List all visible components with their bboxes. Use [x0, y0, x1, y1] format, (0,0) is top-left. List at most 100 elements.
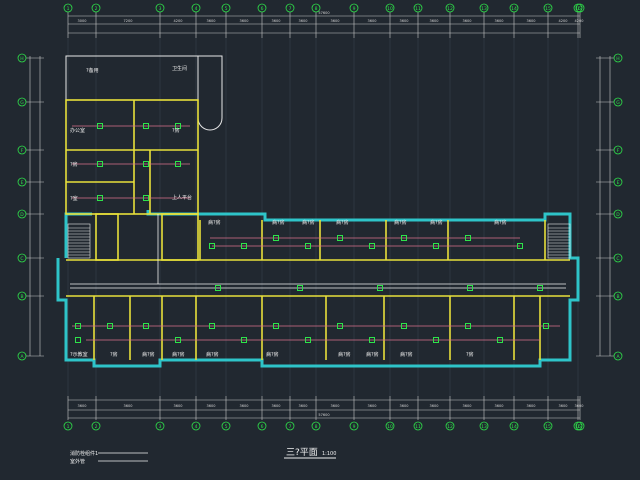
dim-top-segment: 3600 — [240, 19, 249, 23]
axis-top-number: 12 — [447, 6, 453, 12]
sprinkler-head — [175, 123, 181, 129]
wing-room-label-1: 办公室 — [70, 127, 85, 134]
legend-label-2: 室外管 — [70, 458, 85, 465]
axis-bottom-bubble — [155, 421, 165, 431]
sprinkler-head — [433, 243, 439, 249]
dim-bottom-segment: 3600 — [495, 404, 504, 408]
axis-left-letter: F — [21, 148, 24, 154]
axis-top-number: 16 — [575, 6, 581, 12]
axis-bottom-number: 3 — [159, 424, 162, 430]
dimension-lines — [29, 15, 611, 419]
dim-top-segment: 3600 — [400, 19, 409, 23]
axis-left-bubble — [17, 145, 27, 155]
axis-top-bubble — [221, 3, 231, 13]
sprinkler-head — [241, 243, 247, 249]
pipe-network — [72, 125, 560, 341]
axis-top-number: 9 — [353, 6, 356, 12]
axis-top-number: 6 — [261, 6, 264, 12]
axis-bottom-bubble — [543, 421, 553, 431]
sprinkler-head — [401, 323, 407, 329]
south-room-label: ?示教室 — [70, 351, 88, 358]
axis-left-letter: B — [20, 294, 23, 300]
axis-top-number: 5 — [225, 6, 228, 12]
dim-top-segment: 7200 — [124, 19, 133, 23]
axis-left-bubble — [17, 53, 27, 63]
dim-bottom-segment: 3600 — [430, 404, 439, 408]
sprinkler-head — [497, 337, 503, 343]
south-room-labels: ?示教室?房病?房病?房病?房病?房病?房病?房病?房?房 — [70, 351, 474, 358]
axis-bottom-number: 13 — [481, 424, 487, 430]
north-room-label: 病?房 — [494, 219, 507, 226]
axis-right-letter: D — [616, 212, 620, 218]
axis-right-bubble — [613, 177, 623, 187]
axis-top-number: 14 — [511, 6, 517, 12]
axis-bottom-number: 11 — [415, 424, 421, 430]
axis-bottom-number: 15 — [545, 424, 551, 430]
dim-bottom-segment: 3600 — [299, 404, 308, 408]
stair-steps — [68, 227, 570, 256]
axis-right-letter: H — [616, 56, 619, 62]
dim-bottom-segment: 3600 — [78, 404, 87, 408]
axis-right-bubble — [613, 97, 623, 107]
axis-top-bubble — [285, 3, 295, 13]
axis-bottom-bubble — [63, 421, 73, 431]
axis-top-number: 10 — [387, 6, 393, 12]
sprinkler-head — [143, 123, 149, 129]
stair-label: 上人平台 — [172, 194, 192, 201]
dim-top-segment: 3600 — [495, 19, 504, 23]
legend-label-1: 消防栓组件1 — [70, 450, 98, 457]
sprinkler-head — [209, 243, 215, 249]
stairs — [67, 223, 571, 259]
axis-bottom-bubble — [413, 421, 423, 431]
sprinkler-head — [465, 235, 471, 241]
axis-bottom-bubble — [191, 421, 201, 431]
north-room-label: 病?房 — [336, 219, 349, 226]
dim-bottom-segment: 3600 — [527, 404, 536, 408]
axis-left-bubble — [17, 209, 27, 219]
axis-top-number: 17 — [577, 6, 583, 12]
sprinkler-head — [143, 323, 149, 329]
sprinkler-head — [75, 337, 81, 343]
axis-bottom-bubble — [573, 421, 583, 431]
sprinkler-head — [97, 161, 103, 167]
axis-right-letter: F — [617, 148, 620, 154]
north-room-label: 病?房 — [394, 219, 407, 226]
sprinkler-head — [97, 123, 103, 129]
axis-bottom-number: 12 — [447, 424, 453, 430]
axis-top-bubble — [349, 3, 359, 13]
axis-bottom-bubble — [285, 421, 295, 431]
dim-bottom-segment: 3600 — [272, 404, 281, 408]
sprinkler-nodes — [75, 123, 549, 343]
dim-top-segment: 3600 — [272, 19, 281, 23]
sprinkler-head — [297, 285, 303, 291]
south-room-label: 病?房 — [266, 351, 279, 358]
sprinkler-head — [465, 323, 471, 329]
axis-top-bubble — [191, 3, 201, 13]
south-room-label: 病?房 — [400, 351, 413, 358]
axis-bottom-bubble — [257, 421, 267, 431]
dim-top-segment: 4200 — [559, 19, 568, 23]
sprinkler-head — [369, 243, 375, 249]
north-room-label: 病?房 — [302, 219, 315, 226]
axis-bottom-bubble — [479, 421, 489, 431]
grid-lines — [67, 38, 579, 396]
dim-bottom-segment: 3600 — [368, 404, 377, 408]
axis-left-letter: C — [20, 256, 23, 262]
axis-right-letter: B — [616, 294, 619, 300]
axis-bottom-bubble — [221, 421, 231, 431]
sprinkler-head — [143, 195, 149, 201]
axis-bottom-bubble — [349, 421, 359, 431]
dim-bottom-total: 57600 — [318, 413, 329, 417]
axis-top-bubble — [385, 3, 395, 13]
axis-bottom-bubble — [509, 421, 519, 431]
axis-left-bubble — [17, 253, 27, 263]
wing-room-label-2: ?房 — [172, 127, 180, 134]
sprinkler-head — [97, 195, 103, 201]
sprinkler-head — [433, 337, 439, 343]
dim-top-segment: 3600 — [299, 19, 308, 23]
